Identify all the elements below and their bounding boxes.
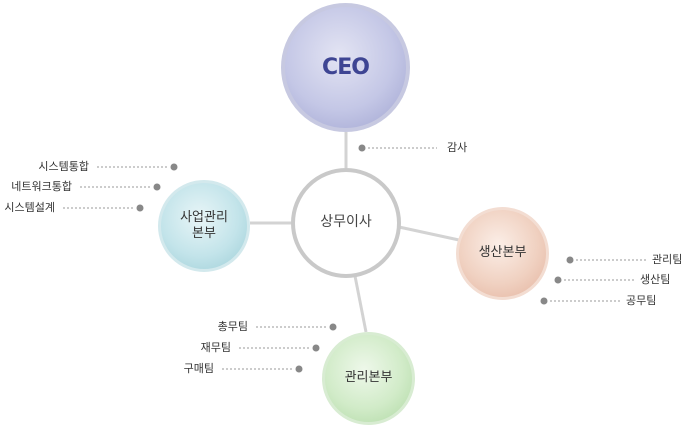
team-bullet-icon (312, 344, 320, 352)
team-label-network-integration[interactable]: 네트워크통합 (11, 180, 72, 193)
executive-director-node[interactable]: 상무이사 (291, 168, 401, 278)
connector-executive-production (398, 225, 460, 242)
team-bullet-icon (566, 256, 574, 264)
team-bullet-icon (329, 323, 337, 331)
division-label-line1: 사업관리 (180, 209, 228, 225)
team-label-production[interactable]: 생산팀 (640, 273, 671, 286)
team-label-finance[interactable]: 재무팀 (200, 341, 231, 354)
executive-director-label: 상무이사 (320, 214, 372, 231)
connector-executive-administration (353, 275, 368, 333)
team-bullet-icon (170, 163, 178, 171)
team-bullet-icon (540, 297, 548, 305)
team-label-general-affairs[interactable]: 총무팀 (217, 320, 248, 333)
administration-division-node[interactable]: 관리본부 (322, 332, 415, 425)
audit-bullet-icon (358, 144, 366, 152)
team-label-management[interactable]: 관리팀 (652, 253, 683, 266)
production-division-label: 생산본부 (478, 245, 527, 261)
team-bullet-icon (136, 204, 144, 212)
audit-label[interactable]: 감사 (447, 141, 468, 154)
business-management-division-node[interactable]: 사업관리 본부 (158, 180, 250, 272)
team-bullet-icon (153, 183, 161, 191)
team-label-facilities[interactable]: 공무팀 (626, 294, 657, 307)
ceo-node[interactable]: CEO (281, 3, 410, 132)
team-label-purchasing[interactable]: 구매팀 (183, 362, 214, 375)
team-label-system-design[interactable]: 시스템설계 (4, 201, 55, 214)
division-label-line2: 본부 (192, 226, 216, 241)
team-bullet-icon (554, 276, 562, 284)
business-management-division-label: 사업관리 본부 (180, 210, 228, 243)
production-division-node[interactable]: 생산본부 (456, 207, 549, 300)
team-bullet-icon (295, 365, 303, 373)
team-label-system-integration[interactable]: 시스템통합 (38, 160, 89, 173)
ceo-label: CEO (322, 54, 370, 80)
administration-division-label: 관리본부 (344, 370, 393, 386)
